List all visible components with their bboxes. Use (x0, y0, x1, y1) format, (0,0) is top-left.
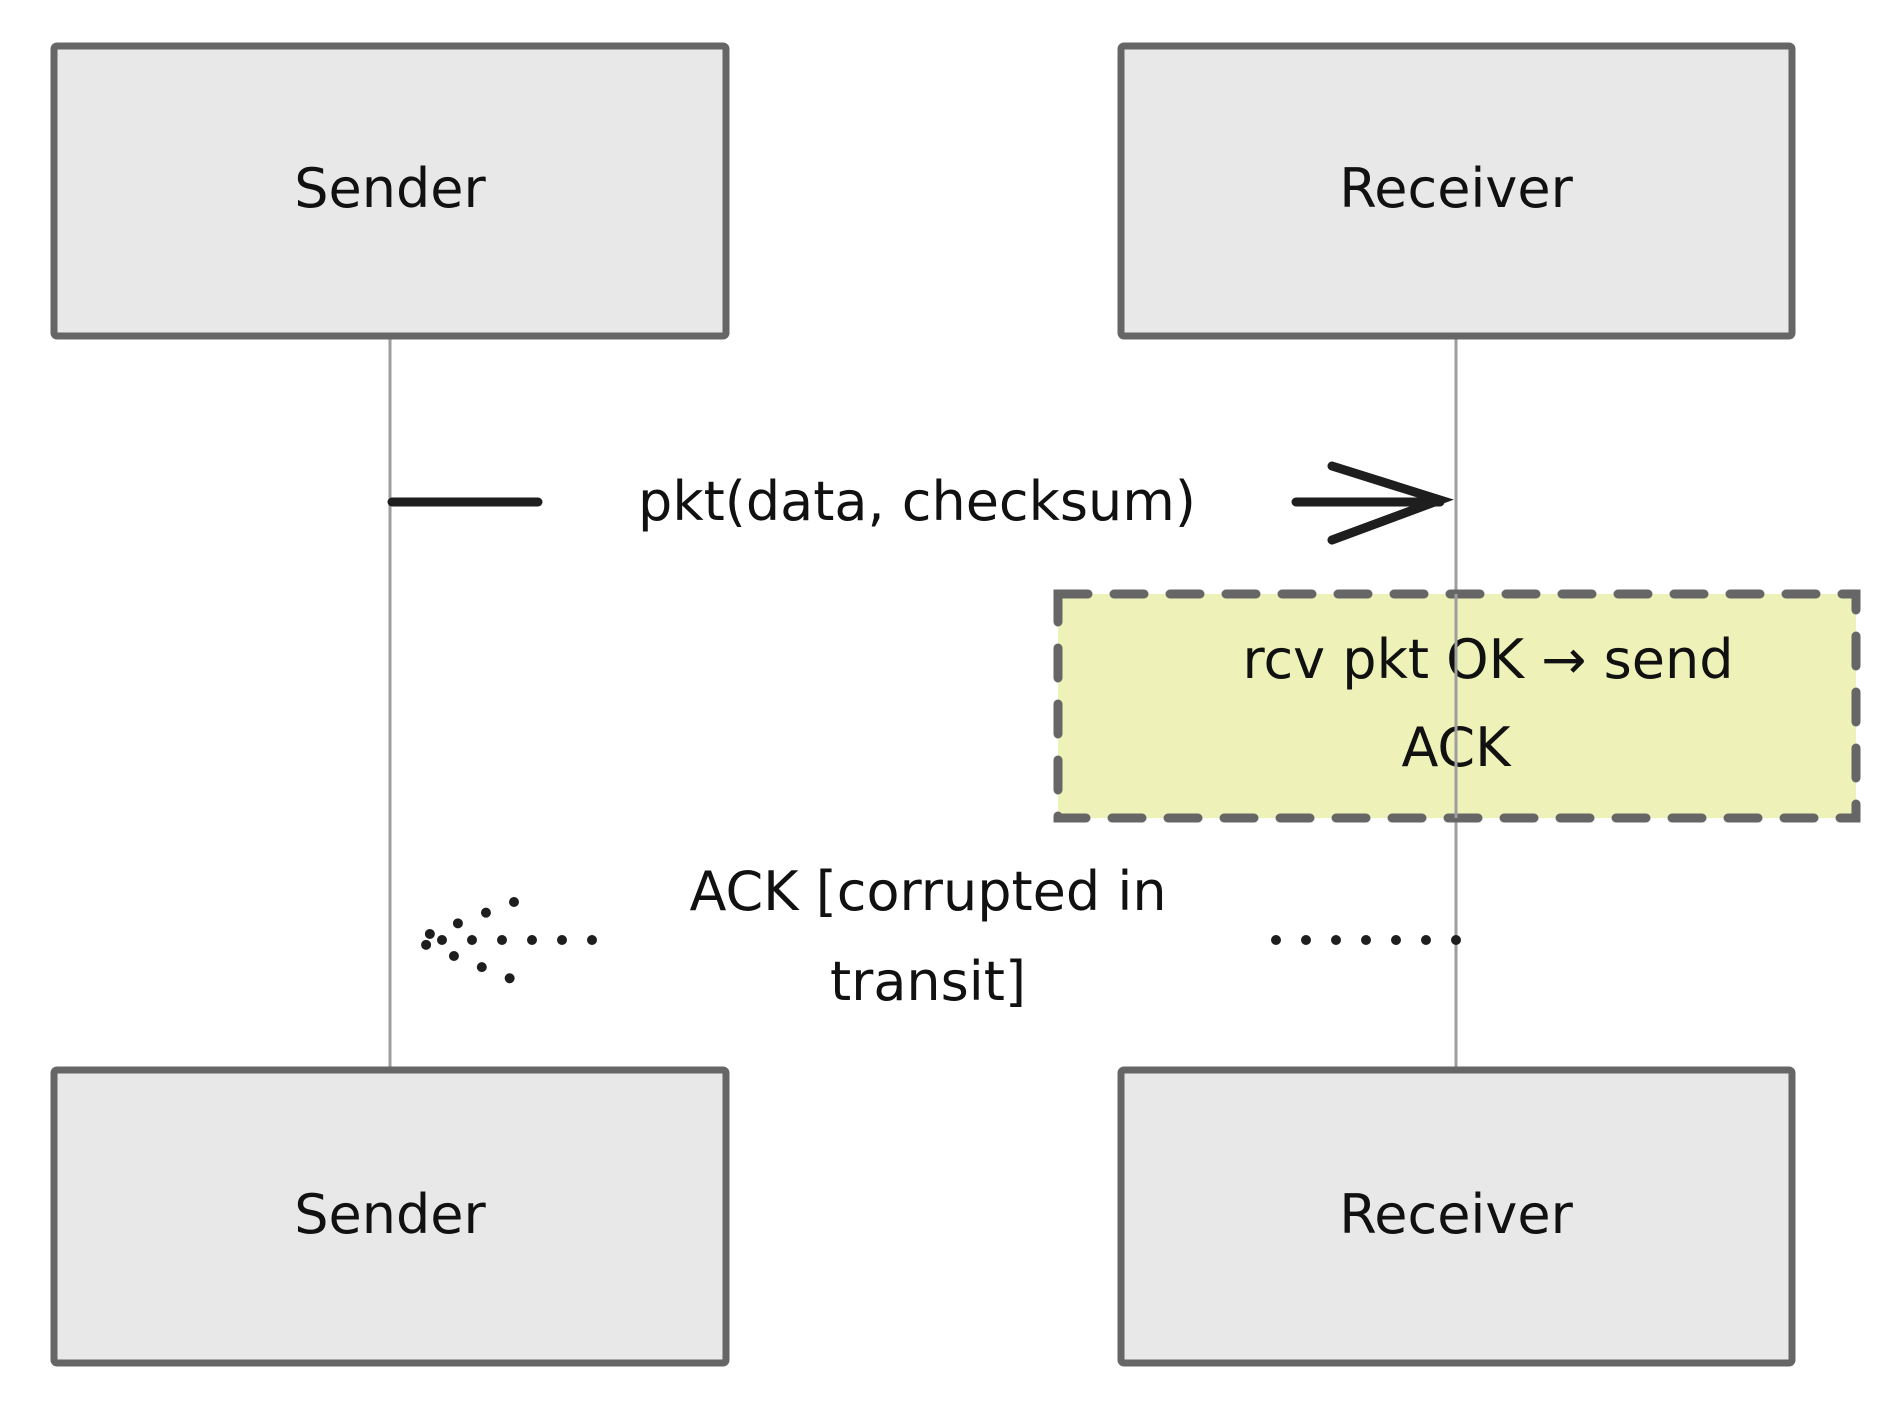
sender-actor-top[interactable]: Sender (50, 42, 730, 340)
sender-actor-top-box (50, 42, 730, 340)
sender-actor-bottom[interactable]: Sender (50, 1066, 730, 1367)
message-pkt: pkt(data, checksum) (387, 461, 1454, 545)
receiver-actor-bottom-box (1117, 1066, 1796, 1367)
sender-actor-top-label: Sender (294, 157, 486, 220)
sender-actor-bottom-label: Sender (294, 1183, 486, 1246)
receiver-actor-top-box (1117, 42, 1796, 340)
open-arrowhead-icon (1327, 461, 1454, 545)
message-pkt-label: pkt(data, checksum) (638, 470, 1196, 533)
note-line-1: rcv pkt OK → send (1242, 628, 1733, 691)
sender-actor-bottom-box (50, 1066, 730, 1367)
receiver-actor-bottom[interactable]: Receiver (1117, 1066, 1796, 1367)
message-ack-label-line-1: ACK [corrupted in (689, 860, 1166, 923)
receiver-actor-bottom-label: Receiver (1339, 1183, 1573, 1246)
receiver-actor-top[interactable]: Receiver (1117, 42, 1796, 340)
receiver-actor-top-label: Receiver (1339, 157, 1573, 220)
dotted-open-arrowhead-icon (400, 897, 519, 985)
message-ack-label-line-2: transit] (830, 950, 1026, 1013)
message-ack: ACK [corrupted in transit] (400, 860, 1461, 1013)
